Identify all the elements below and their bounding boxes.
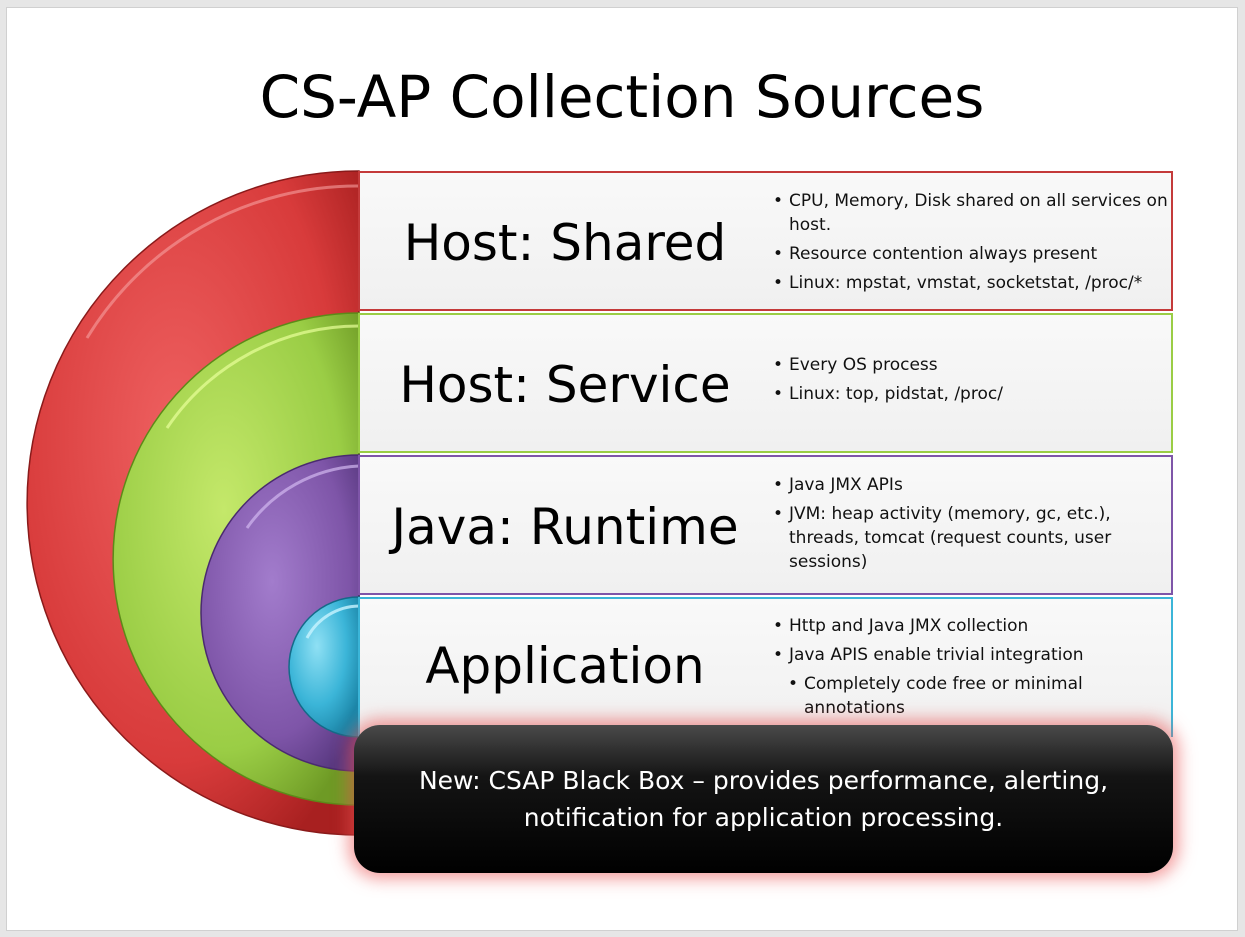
bullet-list: Java JMX APIs JVM: heap activity (memory…: [773, 473, 1173, 579]
bullet-item: Java JMX APIs: [773, 473, 1173, 497]
bullet-item: Every OS process: [773, 353, 1173, 377]
bullet-list: Http and Java JMX collection Java APIS e…: [773, 614, 1173, 725]
nested-arcs-graphic: [26, 170, 360, 836]
bullet-item: Resource contention always present: [773, 242, 1173, 266]
layer-label: Application: [425, 637, 705, 695]
layer-label: Host: Service: [399, 356, 731, 414]
bullet-item: JVM: heap activity (memory, gc, etc.), t…: [773, 502, 1173, 574]
bullet-list: Every OS process Linux: top, pidstat, /p…: [773, 353, 1173, 411]
sub-bullet-item: Completely code free or minimal annotati…: [788, 672, 1173, 720]
layer-row-host-shared: Host: Shared CPU, Memory, Disk shared on…: [358, 171, 1173, 311]
layer-row-host-service: Host: Service Every OS process Linux: to…: [358, 313, 1173, 453]
application-arc: [288, 596, 360, 738]
layer-row-application: Application Http and Java JMX collection…: [358, 597, 1173, 737]
black-box-banner: New: CSAP Black Box – provides performan…: [354, 725, 1173, 873]
bullet-item: Linux: top, pidstat, /proc/: [773, 382, 1173, 406]
layer-label: Host: Shared: [403, 214, 727, 272]
layer-label: Java: Runtime: [391, 498, 739, 556]
bullet-list: CPU, Memory, Disk shared on all services…: [773, 189, 1173, 300]
bullet-item: Linux: mpstat, vmstat, socketstat, /proc…: [773, 271, 1173, 295]
bullet-item: Java APIS enable trivial integration: [773, 643, 1173, 667]
bullet-item: Http and Java JMX collection: [773, 614, 1173, 638]
bullet-item: CPU, Memory, Disk shared on all services…: [773, 189, 1173, 237]
slide: CS-AP Collection Sources: [6, 7, 1238, 931]
slide-title: CS-AP Collection Sources: [259, 63, 985, 131]
layer-row-java-runtime: Java: Runtime Java JMX APIs JVM: heap ac…: [358, 455, 1173, 595]
